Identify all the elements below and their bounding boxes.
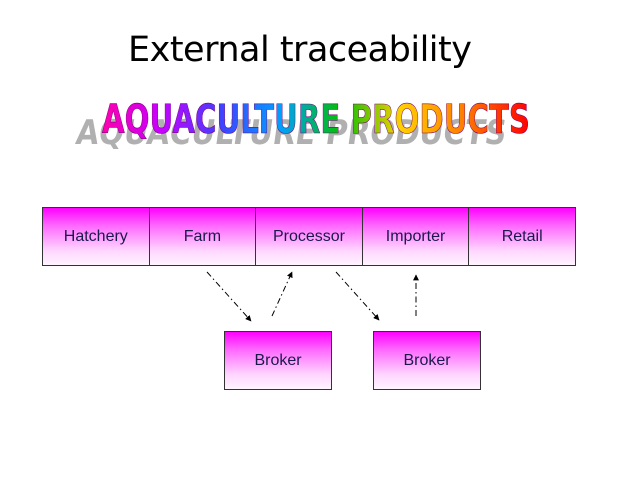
arrow-farm-to-broker-1 xyxy=(206,271,252,322)
wordart-heading: AQUACULTURE PRODUCTS AQUACULTURE PRODUCT… xyxy=(74,97,531,153)
broker-box-1: Broker xyxy=(224,331,332,390)
slide-title: External traceability xyxy=(128,30,472,70)
stage-processor: Processor xyxy=(256,208,363,265)
stage-farm: Farm xyxy=(149,208,257,265)
stage-retail: Retail xyxy=(469,208,575,265)
arrow-processor-to-broker-2 xyxy=(335,271,380,321)
arrow-broker-1-to-processor xyxy=(271,271,293,317)
wordart-text: AQUACULTURE PRODUCTS xyxy=(102,97,530,143)
stage-importer: Importer xyxy=(362,208,470,265)
wordart-shadow: AQUACULTURE PRODUCTS xyxy=(74,113,510,153)
stage-hatchery: Hatchery xyxy=(43,208,150,265)
supply-chain-row: Hatchery Farm Processor Importer Retail xyxy=(42,207,576,266)
broker-box-2: Broker xyxy=(373,331,481,390)
